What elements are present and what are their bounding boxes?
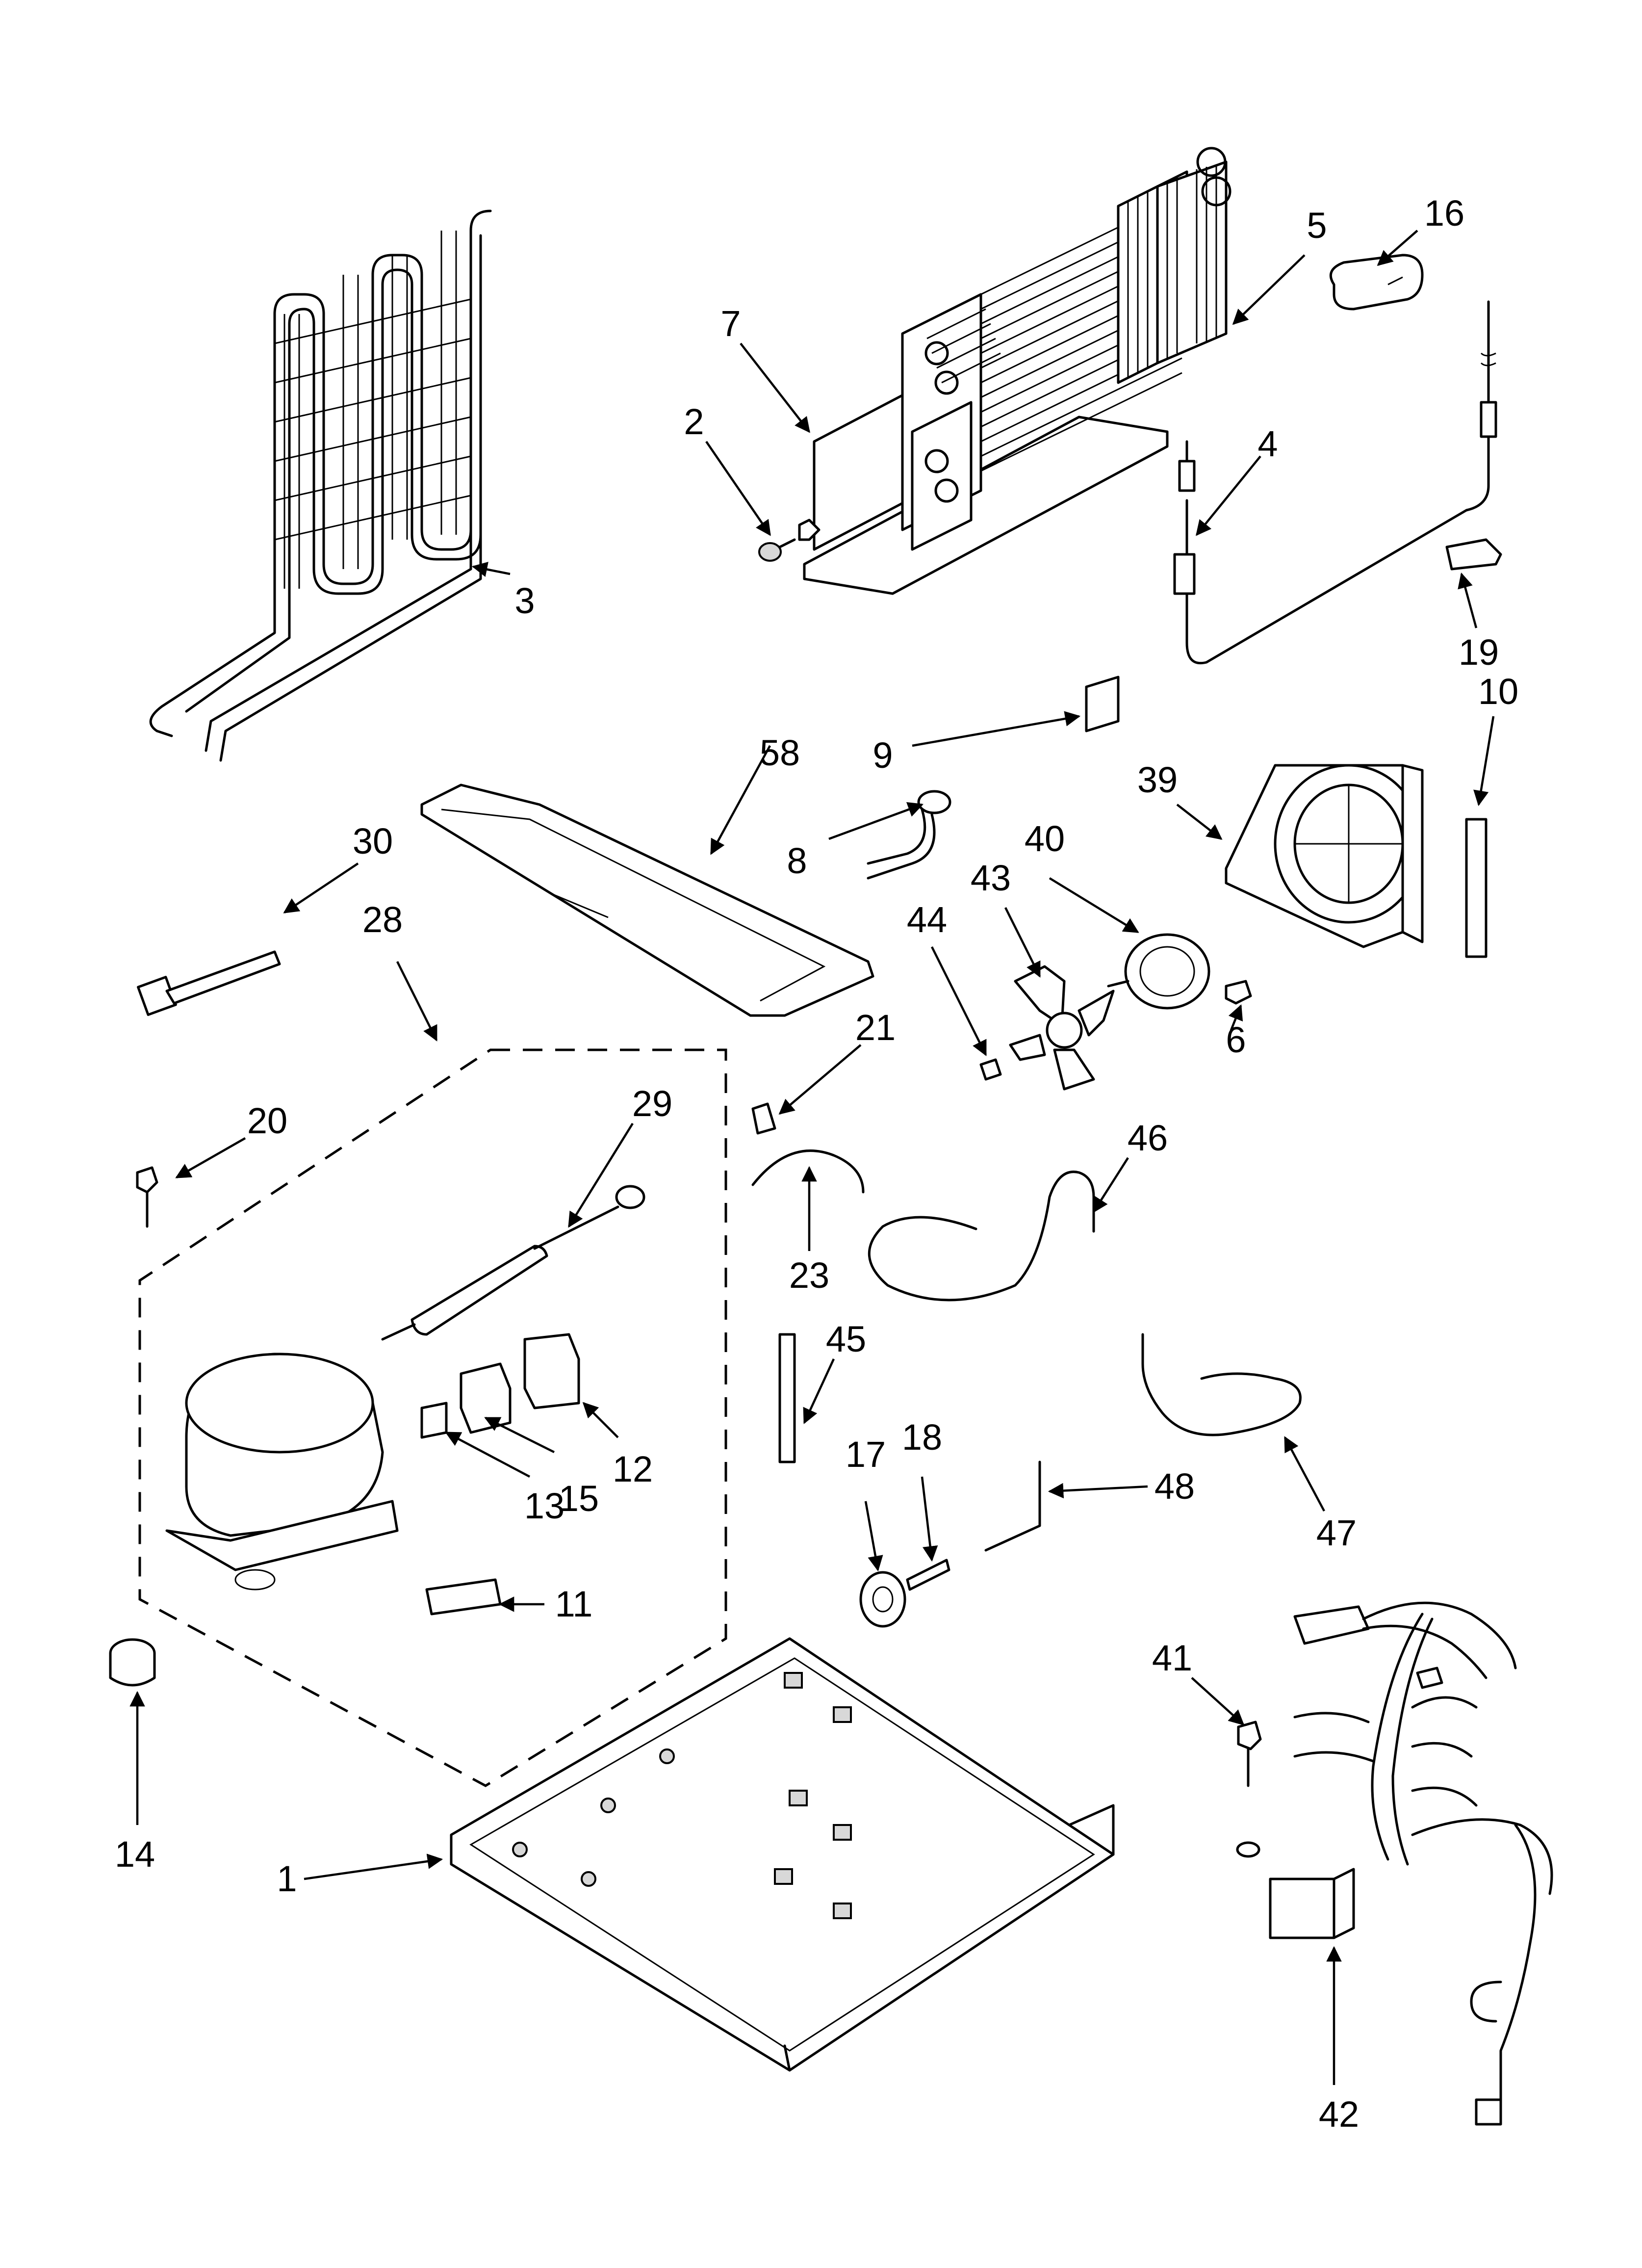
evaporator-assembly xyxy=(758,147,1232,595)
callout-48: 48 xyxy=(1155,1466,1195,1507)
cable-tie xyxy=(137,950,281,1016)
bracket xyxy=(1085,676,1120,732)
callout-13: 13 xyxy=(524,1486,564,1526)
drier xyxy=(381,1185,645,1341)
thermistor-wire xyxy=(1173,300,1497,664)
fan-motor xyxy=(1107,933,1210,1010)
roller xyxy=(859,1571,906,1628)
compressor xyxy=(165,1353,399,1590)
callout-20: 20 xyxy=(247,1100,287,1141)
grommet xyxy=(109,1638,156,1687)
compressor-kit-outline xyxy=(138,1048,727,1787)
retainer xyxy=(751,1102,776,1135)
clip-44 xyxy=(979,1058,1002,1081)
callout-29: 29 xyxy=(632,1083,672,1124)
callout-42: 42 xyxy=(1319,2094,1359,2135)
defrost-heater-wire xyxy=(867,790,951,880)
cover-cap xyxy=(1329,254,1424,311)
axle xyxy=(906,1559,950,1591)
callout-58: 58 xyxy=(760,732,800,773)
callout-2: 2 xyxy=(684,401,704,442)
wiring-harness xyxy=(1269,1601,1553,2126)
drain-trough xyxy=(420,783,874,1017)
drain-tube xyxy=(868,1171,1095,1302)
callout-9: 9 xyxy=(872,735,893,776)
callout-28: 28 xyxy=(362,899,403,940)
callout-21: 21 xyxy=(855,1007,896,1048)
fan-blade xyxy=(1009,965,1115,1091)
screw-20 xyxy=(136,1166,158,1228)
callout-47: 47 xyxy=(1316,1512,1357,1553)
overload-13 xyxy=(420,1402,448,1439)
base-tray xyxy=(450,1637,1115,2072)
gasket-strip xyxy=(1465,818,1488,958)
callout-8: 8 xyxy=(787,840,807,881)
screw xyxy=(1225,980,1252,1005)
fan-shroud xyxy=(1225,764,1424,948)
callout-41: 41 xyxy=(1152,1638,1192,1678)
callout-30: 30 xyxy=(353,821,393,861)
callout-19: 19 xyxy=(1459,632,1499,673)
callout-44: 44 xyxy=(907,899,947,940)
callout-17: 17 xyxy=(846,1434,886,1475)
callout-6: 6 xyxy=(1226,1019,1246,1060)
wire-clip xyxy=(751,1149,865,1194)
callout-23: 23 xyxy=(789,1255,829,1296)
callout-45: 45 xyxy=(826,1319,866,1359)
callout-7: 7 xyxy=(720,303,741,344)
start-device-12 xyxy=(523,1333,580,1409)
clip xyxy=(1445,538,1502,571)
condenser-coil xyxy=(149,209,492,762)
leader-lines xyxy=(129,230,1495,2085)
callout-1: 1 xyxy=(277,1858,297,1899)
callout-numbers: 3 2 7 5 16 4 19 10 9 58 8 39 40 43 44 6 … xyxy=(115,193,1518,2135)
callout-5: 5 xyxy=(1307,205,1327,246)
stud xyxy=(778,1333,796,1463)
callout-4: 4 xyxy=(1257,423,1278,464)
callout-10: 10 xyxy=(1478,671,1518,712)
callout-39: 39 xyxy=(1137,759,1178,800)
tube-47 xyxy=(1141,1333,1302,1436)
relay-15 xyxy=(460,1362,512,1434)
callout-16: 16 xyxy=(1424,193,1464,234)
callout-3: 3 xyxy=(514,580,535,621)
capacitor-11 xyxy=(425,1578,502,1616)
callout-43: 43 xyxy=(971,858,1011,898)
callout-18: 18 xyxy=(902,1417,942,1458)
tube-48 xyxy=(984,1460,1041,1552)
callout-14: 14 xyxy=(115,1834,155,1875)
callout-15: 15 xyxy=(559,1478,599,1519)
screw-41 xyxy=(1236,1721,1262,1858)
callout-40: 40 xyxy=(1025,818,1065,859)
callout-46: 46 xyxy=(1128,1118,1168,1158)
callout-12: 12 xyxy=(613,1449,653,1489)
callout-11: 11 xyxy=(555,1584,593,1624)
